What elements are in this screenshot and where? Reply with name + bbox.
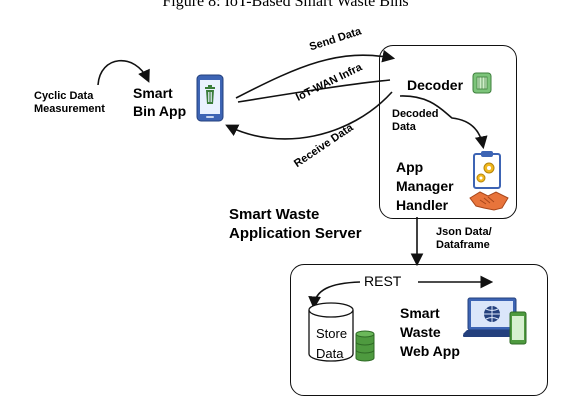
decoder-chip-icon (472, 72, 492, 94)
decoded-data-label: Decoded Data (392, 108, 438, 134)
app-manager-line-2: Manager (396, 178, 454, 194)
decoded-line-1: Decoded (392, 108, 439, 120)
figure-caption: Figure 8: IoT-Based Smart Waste Bins (162, 0, 409, 10)
smart-bin-line-2: Bin App (133, 103, 187, 119)
cyclic-data-label: Cyclic Data Measurement (34, 90, 105, 116)
store-data-icon (308, 302, 375, 362)
smart-bin-app-label: Smart Bin App (133, 84, 186, 120)
smart-waste-web-app-label: Smart Waste Web App (400, 304, 460, 361)
smart-bin-line-1: Smart (133, 85, 173, 101)
json-line-1: Json Data/ (436, 226, 492, 238)
receive-data-arrow (225, 91, 393, 140)
web-app-box (290, 264, 548, 396)
cyclic-line-1: Cyclic Data (34, 90, 94, 102)
app-manager-icon (469, 151, 509, 211)
rest-to-store-arrow (308, 281, 361, 310)
cyclic-arrow (97, 59, 150, 86)
server-title-line-1: Smart Waste (229, 206, 320, 223)
app-manager-line-3: Handler (396, 197, 449, 213)
store-line-2: Data (316, 346, 344, 361)
server-title-line-2: Application Server (229, 225, 362, 242)
app-manager-handler-label: App Manager Handler (396, 158, 454, 215)
decoded-data-arrow (399, 95, 488, 150)
server-title: Smart Waste Application Server (229, 205, 362, 243)
store-data-label: Store Data (316, 324, 347, 364)
rest-label: REST (364, 273, 402, 289)
web-app-line-2: Waste (400, 324, 441, 340)
laptop-phone-icon (463, 297, 527, 345)
send-data-arrow (235, 49, 396, 99)
smartphone-bin-icon (196, 74, 224, 122)
json-data-label: Json Data/ Dataframe (436, 226, 492, 252)
decoded-line-2: Data (392, 121, 416, 133)
web-app-line-1: Smart (400, 305, 440, 321)
server-box (379, 45, 517, 219)
cyclic-line-2: Measurement (34, 103, 105, 115)
decoder-label: Decoder (407, 77, 464, 93)
store-line-1: Store (316, 326, 348, 341)
web-app-line-3: Web App (400, 343, 460, 359)
json-line-2: Dataframe (436, 239, 490, 251)
app-manager-line-1: App (396, 159, 424, 175)
iot-wan-line (237, 79, 391, 103)
